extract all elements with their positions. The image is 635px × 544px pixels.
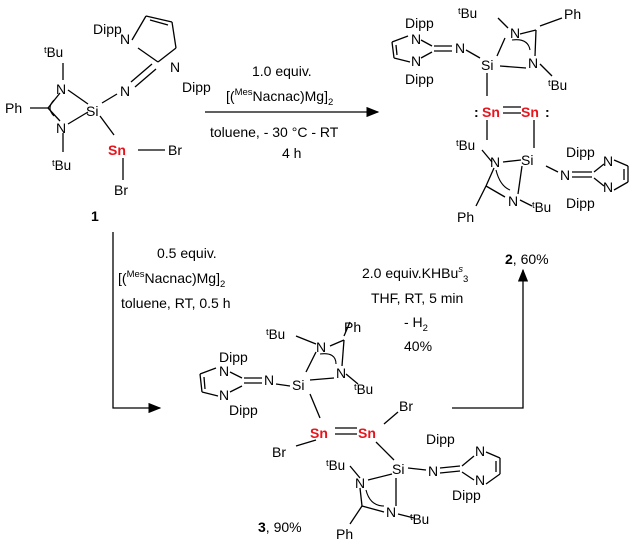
c2-dipp-upper-lower: Dipp — [405, 71, 434, 87]
c3-n-amid-u2: N — [336, 365, 346, 381]
c2-n-amid-u1: N — [510, 25, 520, 41]
c2-n-imid-u1: N — [411, 31, 421, 47]
c2-sn-right: Sn — [521, 104, 539, 120]
c2-n-imine-u: N — [455, 40, 465, 56]
c3-si-l: Si — [392, 461, 404, 477]
c2-sn-left: Sn — [482, 104, 500, 120]
c3-si-u: Si — [292, 377, 304, 393]
c3-ph-l: Ph — [336, 526, 353, 542]
compound-2 — [391, 17, 629, 207]
c3-br-left: Br — [272, 444, 286, 460]
c3-n-amid-u1: N — [316, 339, 326, 355]
c1-si: Si — [86, 103, 98, 119]
c3-n-amid-l1: N — [355, 475, 365, 491]
c2-dipp-lower-top: Dipp — [566, 144, 595, 160]
arrow-3-to-2-line2: THF, RT, 5 min — [371, 290, 463, 306]
c3-n-imine-u: N — [264, 372, 274, 388]
compound-3 — [199, 321, 501, 525]
arrow-1-to-2-line3: toluene, - 30 °C - RT — [210, 124, 339, 140]
c1-dipp-top: Dipp — [93, 21, 122, 37]
arrow-1-to-3-line3: toluene, RT, 0.5 h — [121, 295, 230, 311]
arrow-1-to-2-line2: [(MesNacnac)Mg]2 — [226, 87, 333, 108]
arrow-1-to-3 — [112, 232, 162, 414]
c2-n-imine-l: N — [560, 167, 570, 183]
arrow-3-to-2 — [452, 268, 529, 409]
c2-tbu-ll: tBu — [456, 138, 475, 153]
c3-dipp-left-top: Dipp — [219, 349, 248, 365]
c3-tbu-ul: tBu — [266, 327, 285, 342]
c3-sn-left: Sn — [310, 425, 328, 441]
c3-dipp-left-bottom: Dipp — [229, 402, 258, 418]
arrow-1-to-2-line1: 1.0 equiv. — [252, 63, 312, 79]
arrow-3-to-2-line1: 2.0 equiv.KHBus3 — [362, 264, 468, 285]
c3-tbu-lr: tBu — [410, 512, 429, 527]
arrow-1-to-3-line1: 0.5 equiv. — [157, 245, 217, 261]
c1-n-imine: N — [120, 83, 130, 99]
c2-dipp-lower-bottom: Dipp — [566, 195, 595, 211]
compound-3-label: 3, 90% — [258, 519, 302, 535]
c3-n-imid-2: N — [219, 387, 229, 403]
c1-dipp-right: Dipp — [182, 79, 211, 95]
c1-tbu-bottom: tBu — [52, 158, 71, 173]
c3-sn-right: Sn — [358, 425, 376, 441]
c1-ph: Ph — [5, 100, 22, 116]
c1-br-right: Br — [168, 142, 182, 158]
c2-si-l: Si — [521, 152, 533, 168]
c1-n-lower: N — [56, 120, 66, 136]
c2-n-imid-l2: N — [603, 179, 613, 195]
c2-n-amid-l1: N — [490, 154, 500, 170]
c2-n-amid-l2: N — [508, 193, 518, 209]
c2-tbu-ul: tBu — [458, 6, 477, 21]
c3-n-imid-1: N — [219, 363, 229, 379]
arrow-1-to-3-line2: [(MesNacnac)Mg]2 — [118, 269, 225, 290]
c3-n-imid-3: N — [475, 443, 485, 459]
c1-n-ring2: N — [170, 59, 180, 75]
c3-tbu-ll: tBu — [326, 458, 345, 473]
arrow-3-to-2-line4: 40% — [404, 338, 432, 354]
c3-ph-u: Ph — [344, 319, 361, 335]
compound-2-label: 2, 60% — [505, 251, 549, 267]
c2-n-imid-l1: N — [603, 153, 613, 169]
c2-n-amid-u2: N — [528, 55, 538, 71]
c1-br-bottom: Br — [114, 182, 128, 198]
c2-dipp-upper-left: Dipp — [405, 15, 434, 31]
c2-colon-right: : — [545, 104, 550, 120]
c3-n-imid-4: N — [475, 472, 485, 488]
c2-colon-left: : — [474, 104, 479, 120]
c3-dipp-right-bottom: Dipp — [452, 487, 481, 503]
c3-n-amid-l2: N — [386, 504, 396, 520]
arrow-3-to-2-line3: - H2 — [404, 314, 428, 334]
c3-br-right: Br — [399, 398, 413, 414]
c1-sn: Sn — [108, 142, 126, 158]
c3-dipp-right-top: Dipp — [426, 431, 455, 447]
c2-n-imid-u2: N — [411, 53, 421, 69]
compound-1 — [30, 15, 177, 180]
c2-tbu-lr: tBu — [532, 200, 551, 215]
c1-n-upper: N — [56, 81, 66, 97]
c2-ph-u: Ph — [564, 6, 581, 22]
c2-si-u: Si — [481, 57, 493, 73]
compound-1-label: 1 — [91, 208, 99, 224]
c2-ph-l: Ph — [457, 209, 474, 225]
c3-tbu-ur: tBu — [354, 382, 373, 397]
c2-tbu-ur: tBu — [548, 78, 567, 93]
c3-n-imine-l: N — [428, 463, 438, 479]
c1-n-ring1: N — [120, 31, 130, 47]
arrow-1-to-2-line4: 4 h — [282, 145, 301, 161]
c1-tbu-top: tBu — [44, 45, 63, 60]
